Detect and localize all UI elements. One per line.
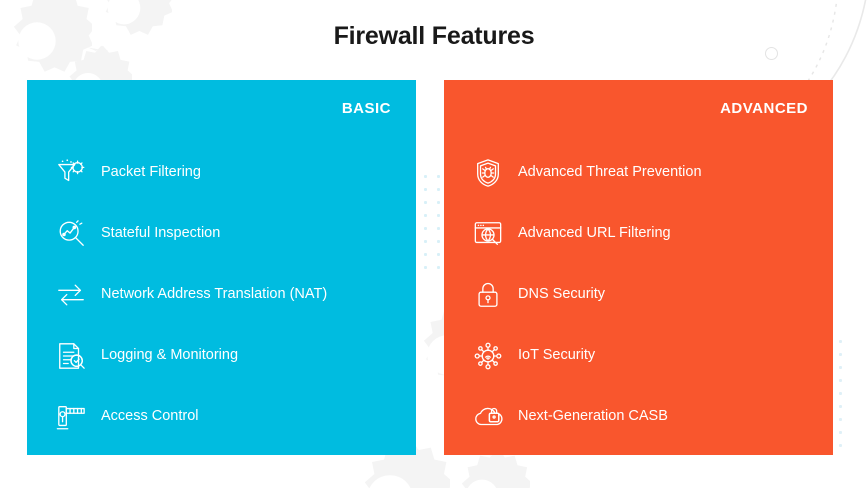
exchange-arrows-icon — [55, 279, 87, 311]
feature-label: DNS Security — [518, 285, 606, 302]
list-item[interactable]: IoT Security — [472, 325, 815, 386]
feature-list-advanced: Advanced Threat Prevention Advanced URL … — [472, 142, 815, 447]
iot-network-nodes-icon — [472, 340, 504, 372]
feature-label: Next-Generation CASB — [518, 407, 668, 424]
list-item[interactable]: Next-Generation CASB — [472, 386, 815, 447]
feature-label: Advanced URL Filtering — [518, 224, 671, 241]
feature-label: Packet Filtering — [101, 163, 201, 180]
list-item[interactable]: Access Control — [55, 386, 398, 447]
list-item[interactable]: DNS Security — [472, 264, 815, 325]
browser-www-magnifier-icon — [472, 218, 504, 250]
barrier-gate-icon — [55, 401, 87, 433]
list-item[interactable]: Packet Filtering — [55, 142, 398, 203]
funnel-gear-icon — [55, 157, 87, 189]
page-title: Firewall Features — [333, 22, 535, 50]
panel-advanced-header: ADVANCED — [720, 100, 808, 117]
panel-advanced: ADVANCED Advanced Threat Prevention — [444, 80, 833, 455]
feature-label: Stateful Inspection — [101, 224, 221, 241]
panel-basic-header: BASIC — [341, 100, 391, 117]
padlock-icon — [472, 279, 504, 311]
list-item[interactable]: Advanced URL Filtering — [472, 203, 815, 264]
feature-list-basic: Packet Filtering Stateful Inspection — [55, 142, 398, 447]
feature-label: Network Address Translation (NAT) — [101, 285, 328, 302]
panel-basic: BASIC Packet Filtering — [27, 80, 416, 455]
list-item[interactable]: Stateful Inspection — [55, 203, 398, 264]
magnifier-chart-icon — [55, 218, 87, 250]
document-check-magnifier-icon — [55, 340, 87, 372]
list-item[interactable]: Network Address Translation (NAT) — [55, 264, 398, 325]
shield-bug-icon — [472, 157, 504, 189]
feature-label: IoT Security — [518, 346, 596, 363]
feature-label: Advanced Threat Prevention — [518, 163, 702, 180]
list-item[interactable]: Logging & Monitoring — [55, 325, 398, 386]
list-item[interactable]: Advanced Threat Prevention — [472, 142, 815, 203]
feature-label: Logging & Monitoring — [101, 346, 239, 363]
feature-label: Access Control — [101, 407, 199, 424]
cloud-lock-icon — [472, 401, 504, 433]
